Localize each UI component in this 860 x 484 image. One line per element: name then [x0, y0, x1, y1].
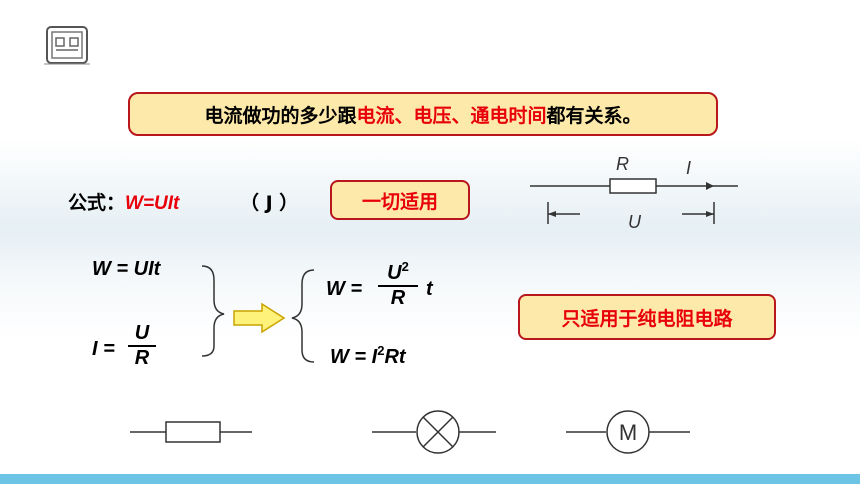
fraction-numerator: U: [134, 322, 150, 344]
motor-component-icon: M: [566, 410, 690, 454]
seal-logo-icon: [44, 26, 90, 65]
equation-w-i2rt: W = I2Rt: [330, 343, 406, 369]
applies-all-label: 一切适用: [361, 190, 438, 213]
equation-w-i2rt-tail: Rt: [384, 346, 406, 368]
equation-i-lhs: I =: [92, 338, 115, 360]
equation-w-u2r-fraction: U2 R: [378, 259, 418, 310]
equation-w-u2r-lhs: W =: [326, 278, 363, 300]
fraction-numerator-exponent: 2: [401, 259, 409, 274]
pure-resistance-badge: 只适用于纯电阻电路: [518, 294, 776, 340]
equation-w-i2rt-lhs: W = I: [330, 346, 378, 368]
formula-line: 公式：W=UIt: [68, 188, 179, 215]
equation-w-uit: W = UIt: [92, 258, 161, 280]
applies-all-badge: 一切适用: [330, 180, 470, 220]
lamp-component-icon: [372, 410, 496, 454]
fraction-denominator: R: [134, 347, 150, 369]
equation-w-u2r-tail: t: [426, 278, 433, 300]
equation-w-i2rt-exponent: 2: [377, 343, 385, 358]
equation-i-fraction: U R: [128, 322, 156, 370]
motor-label: M: [619, 420, 637, 445]
formula-unit: （ J ）: [240, 192, 299, 214]
fraction-numerator: U: [387, 262, 402, 284]
fraction-denominator: R: [390, 287, 406, 309]
statement-part1: 电流做功的多少跟: [204, 104, 357, 127]
statement-part3: 都有关系。: [546, 104, 642, 127]
formula-expression: W=UIt: [125, 193, 180, 214]
bottom-bar: [0, 474, 860, 484]
statement-banner: 电流做功的多少跟电流、电压、通电时间都有关系。: [128, 92, 718, 136]
resistor-component-icon: [130, 421, 252, 443]
statement-part2: 电流、电压、通电时间: [356, 104, 547, 127]
formula-label: 公式：: [68, 192, 126, 214]
pure-resistance-label: 只适用于纯电阻电路: [561, 307, 733, 330]
